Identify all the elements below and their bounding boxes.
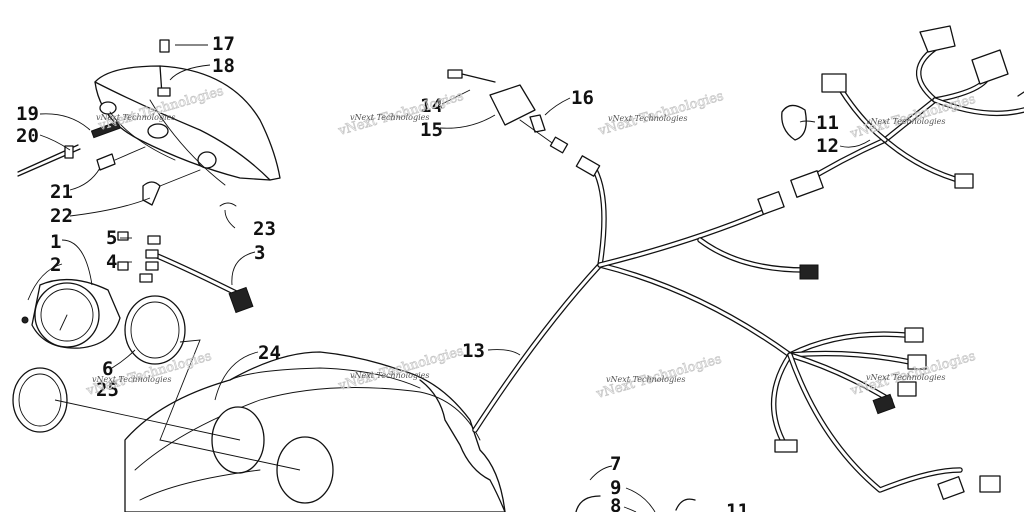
callout-5: 5 bbox=[106, 227, 117, 249]
callout-11-lower: 11 bbox=[726, 500, 749, 512]
gauge-bezel-ring-25 bbox=[12, 367, 68, 433]
dash-panel bbox=[124, 351, 506, 512]
headlight-assembly bbox=[94, 65, 281, 186]
watermark: vNext Technologies bbox=[350, 371, 429, 380]
main-wiring-harness bbox=[472, 155, 1001, 500]
watermark: vNext Technologies bbox=[866, 373, 945, 382]
callout-25: 25 bbox=[96, 379, 119, 401]
callout-2: 2 bbox=[50, 254, 61, 276]
watermark: vNext Technologies bbox=[350, 113, 429, 122]
part-11-clip-upper bbox=[781, 104, 807, 141]
callout-8: 8 bbox=[610, 495, 621, 512]
speedometer-gauge bbox=[21, 278, 121, 349]
part-17-clip bbox=[159, 39, 170, 53]
callout-labels: 17 18 19 20 21 22 23 1 2 5 4 3 6 25 24 1… bbox=[16, 33, 839, 512]
part-11-clip-lower bbox=[675, 498, 696, 511]
callout-23: 23 bbox=[253, 218, 276, 240]
sub-harness-upper bbox=[790, 25, 1024, 198]
callout-4: 4 bbox=[106, 251, 117, 273]
callout-3: 3 bbox=[254, 242, 265, 264]
watermark: vNext Technologies bbox=[92, 375, 171, 384]
watermark: vNext Technologies bbox=[866, 117, 945, 126]
callout-1: 1 bbox=[50, 231, 61, 253]
part-19-20-adjuster bbox=[17, 120, 121, 177]
leader-lines bbox=[27, 44, 871, 512]
callout-20: 20 bbox=[16, 125, 39, 147]
callout-16: 16 bbox=[571, 87, 594, 109]
callout-18: 18 bbox=[212, 55, 235, 77]
callout-24: 24 bbox=[258, 342, 281, 364]
gauge-pigtail-harness bbox=[117, 231, 254, 314]
watermark: vNext Technologies bbox=[96, 113, 175, 122]
watermark: vNext Technologies bbox=[608, 114, 687, 123]
callout-17: 17 bbox=[212, 33, 235, 55]
resistor-module bbox=[447, 69, 569, 154]
callout-14: 14 bbox=[420, 95, 443, 117]
callout-22: 22 bbox=[50, 205, 73, 227]
callout-7: 7 bbox=[610, 453, 621, 475]
callout-15: 15 bbox=[420, 119, 443, 141]
part-21-22-23 bbox=[96, 146, 237, 207]
callout-11-upper: 11 bbox=[816, 112, 839, 134]
callout-13: 13 bbox=[462, 340, 485, 362]
callout-21: 21 bbox=[50, 181, 73, 203]
watermark: vNext Technologies bbox=[606, 375, 685, 384]
callout-6: 6 bbox=[102, 358, 113, 380]
callout-9: 9 bbox=[610, 477, 621, 499]
gauge-bezel-ring-6 bbox=[124, 295, 186, 365]
callout-12: 12 bbox=[816, 135, 839, 157]
callout-19: 19 bbox=[16, 103, 39, 125]
part-7-grommet bbox=[575, 495, 601, 512]
